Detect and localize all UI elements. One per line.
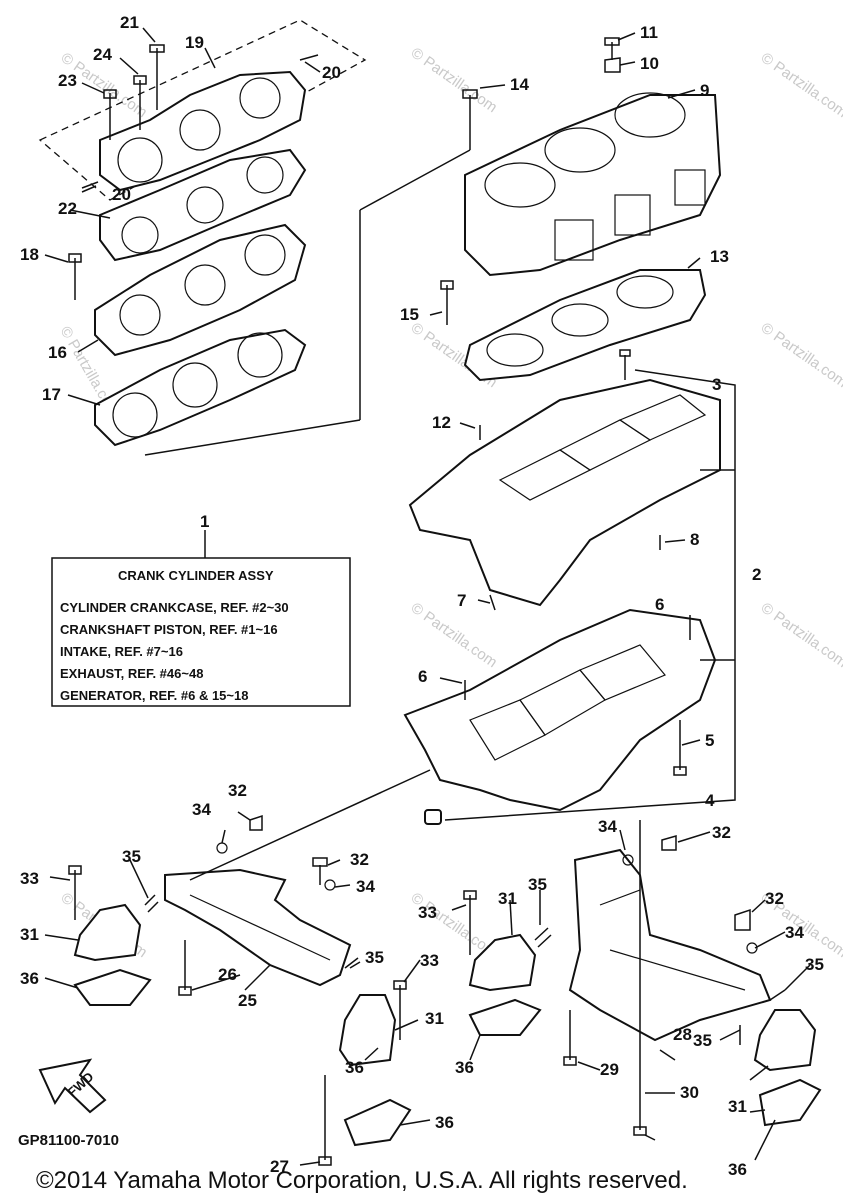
callout-18: 18 xyxy=(20,245,39,264)
callout-33: 33 xyxy=(420,951,439,970)
callout-22: 22 xyxy=(58,199,77,218)
crankcase-upper xyxy=(408,349,721,611)
legend-title: CRANK CYLINDER ASSY xyxy=(118,568,274,583)
callout-11: 11 xyxy=(640,23,658,42)
callout-31: 31 xyxy=(20,925,39,944)
callout-30: 30 xyxy=(680,1083,699,1102)
callout-19: 19 xyxy=(185,33,204,52)
callout-numbers: 21 24 23 19 20 20 22 18 16 17 11 10 9 14… xyxy=(20,13,824,1179)
callout-32: 32 xyxy=(765,889,784,908)
leader-lines xyxy=(44,27,811,1166)
callout-31: 31 xyxy=(425,1009,444,1028)
callout-25: 25 xyxy=(238,991,257,1010)
callout-10: 10 xyxy=(640,54,659,73)
callout-36: 36 xyxy=(435,1113,454,1132)
callout-31: 31 xyxy=(498,889,517,908)
callout-6: 6 xyxy=(655,595,664,614)
callout-36: 36 xyxy=(345,1058,364,1077)
callout-35: 35 xyxy=(528,875,547,894)
callout-13: 13 xyxy=(710,247,729,266)
watermark: © Partzilla.com xyxy=(408,599,501,671)
fwd-arrow: FWD xyxy=(38,1058,107,1114)
callout-5: 5 xyxy=(705,731,714,750)
callout-35: 35 xyxy=(693,1031,712,1050)
callout-31: 31 xyxy=(728,1097,747,1116)
callout-34: 34 xyxy=(598,817,617,836)
callout-8: 8 xyxy=(690,530,699,549)
legend-line: INTAKE, REF. #7~16 xyxy=(60,644,183,659)
callout-33: 33 xyxy=(418,903,437,922)
callout-21: 21 xyxy=(120,13,139,32)
callout-17: 17 xyxy=(42,385,61,404)
head-cover-group xyxy=(38,19,471,456)
callout-27: 27 xyxy=(270,1157,289,1176)
callout-35: 35 xyxy=(122,847,141,866)
watermark: © Partzilla.com xyxy=(408,44,501,116)
callout-3: 3 xyxy=(712,375,721,394)
legend-line: CRANKSHAFT PISTON, REF. #1~16 xyxy=(60,622,278,637)
callout-23: 23 xyxy=(58,71,77,90)
callout-32: 32 xyxy=(228,781,247,800)
legend-line: GENERATOR, REF. #6 & 15~18 xyxy=(60,688,248,703)
callout-33: 33 xyxy=(20,869,39,888)
callout-34: 34 xyxy=(356,877,375,896)
callout-36: 36 xyxy=(728,1160,747,1179)
cylinder-block xyxy=(440,37,722,382)
callout-9: 9 xyxy=(700,81,709,100)
callout-36: 36 xyxy=(20,969,39,988)
callout-12: 12 xyxy=(432,413,451,432)
legend-box: 1 CRANK CYLINDER ASSY CYLINDER CRANKCASE… xyxy=(51,512,351,707)
callout-14: 14 xyxy=(510,75,529,94)
crankcase-lower xyxy=(403,608,717,825)
callout-36: 36 xyxy=(455,1058,474,1077)
callout-28: 28 xyxy=(673,1025,692,1044)
callout-2: 2 xyxy=(752,565,761,584)
copyright-footer: ©2014 Yamaha Motor Corporation, U.S.A. A… xyxy=(36,1167,688,1194)
callout-4: 4 xyxy=(705,791,715,810)
watermark: © Partzilla.com xyxy=(758,49,843,121)
assembly-bracket xyxy=(444,369,736,821)
callout-20: 20 xyxy=(322,63,341,82)
callout-35: 35 xyxy=(365,948,384,967)
drawing-code: GP81100-7010 xyxy=(18,1132,119,1149)
callout-15: 15 xyxy=(400,305,419,324)
callout-34: 34 xyxy=(785,923,804,942)
watermark: © Partzilla.com xyxy=(758,319,843,391)
legend-line: CYLINDER CRANKCASE, REF. #2~30 xyxy=(60,600,289,615)
engine-mount-right xyxy=(463,820,822,1136)
callout-6: 6 xyxy=(418,667,427,686)
watermark: © Partzilla.com xyxy=(758,599,843,671)
callout-24: 24 xyxy=(93,45,112,64)
callout-29: 29 xyxy=(600,1060,619,1079)
callout-16: 16 xyxy=(48,343,67,362)
engine-mount-left xyxy=(68,769,431,1166)
callout-20: 20 xyxy=(112,185,131,204)
callout-32: 32 xyxy=(350,850,369,869)
callout-34: 34 xyxy=(192,800,211,819)
callout-7: 7 xyxy=(457,591,466,610)
callout-26: 26 xyxy=(218,965,237,984)
legend-line: EXHAUST, REF. #46~48 xyxy=(60,666,203,681)
callout-32: 32 xyxy=(712,823,731,842)
callout-35: 35 xyxy=(805,955,824,974)
legend-ref-number: 1 xyxy=(200,512,209,531)
